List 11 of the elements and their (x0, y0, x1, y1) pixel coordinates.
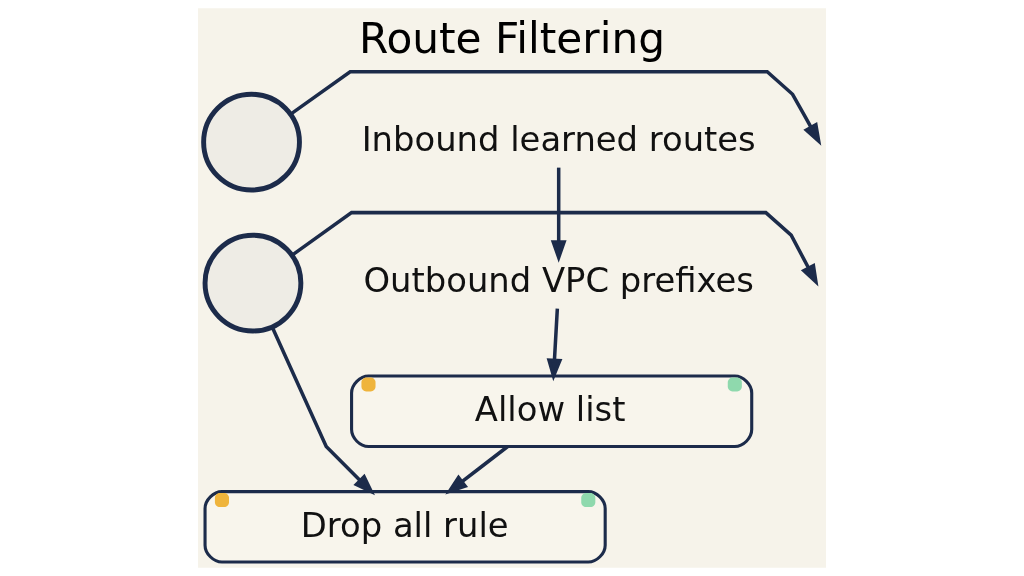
arrow (546, 308, 563, 382)
arrow (291, 210, 819, 287)
node-circle (201, 91, 302, 193)
arrow (270, 326, 375, 496)
arrow (290, 69, 822, 146)
diagram-title: Route Filtering (358, 14, 666, 64)
arrow (550, 167, 567, 263)
arrow (445, 445, 509, 495)
node-text: Outbound VPC prefixes (363, 260, 754, 300)
node-text: Inbound learned routes (361, 119, 756, 159)
node-circle (202, 232, 304, 334)
